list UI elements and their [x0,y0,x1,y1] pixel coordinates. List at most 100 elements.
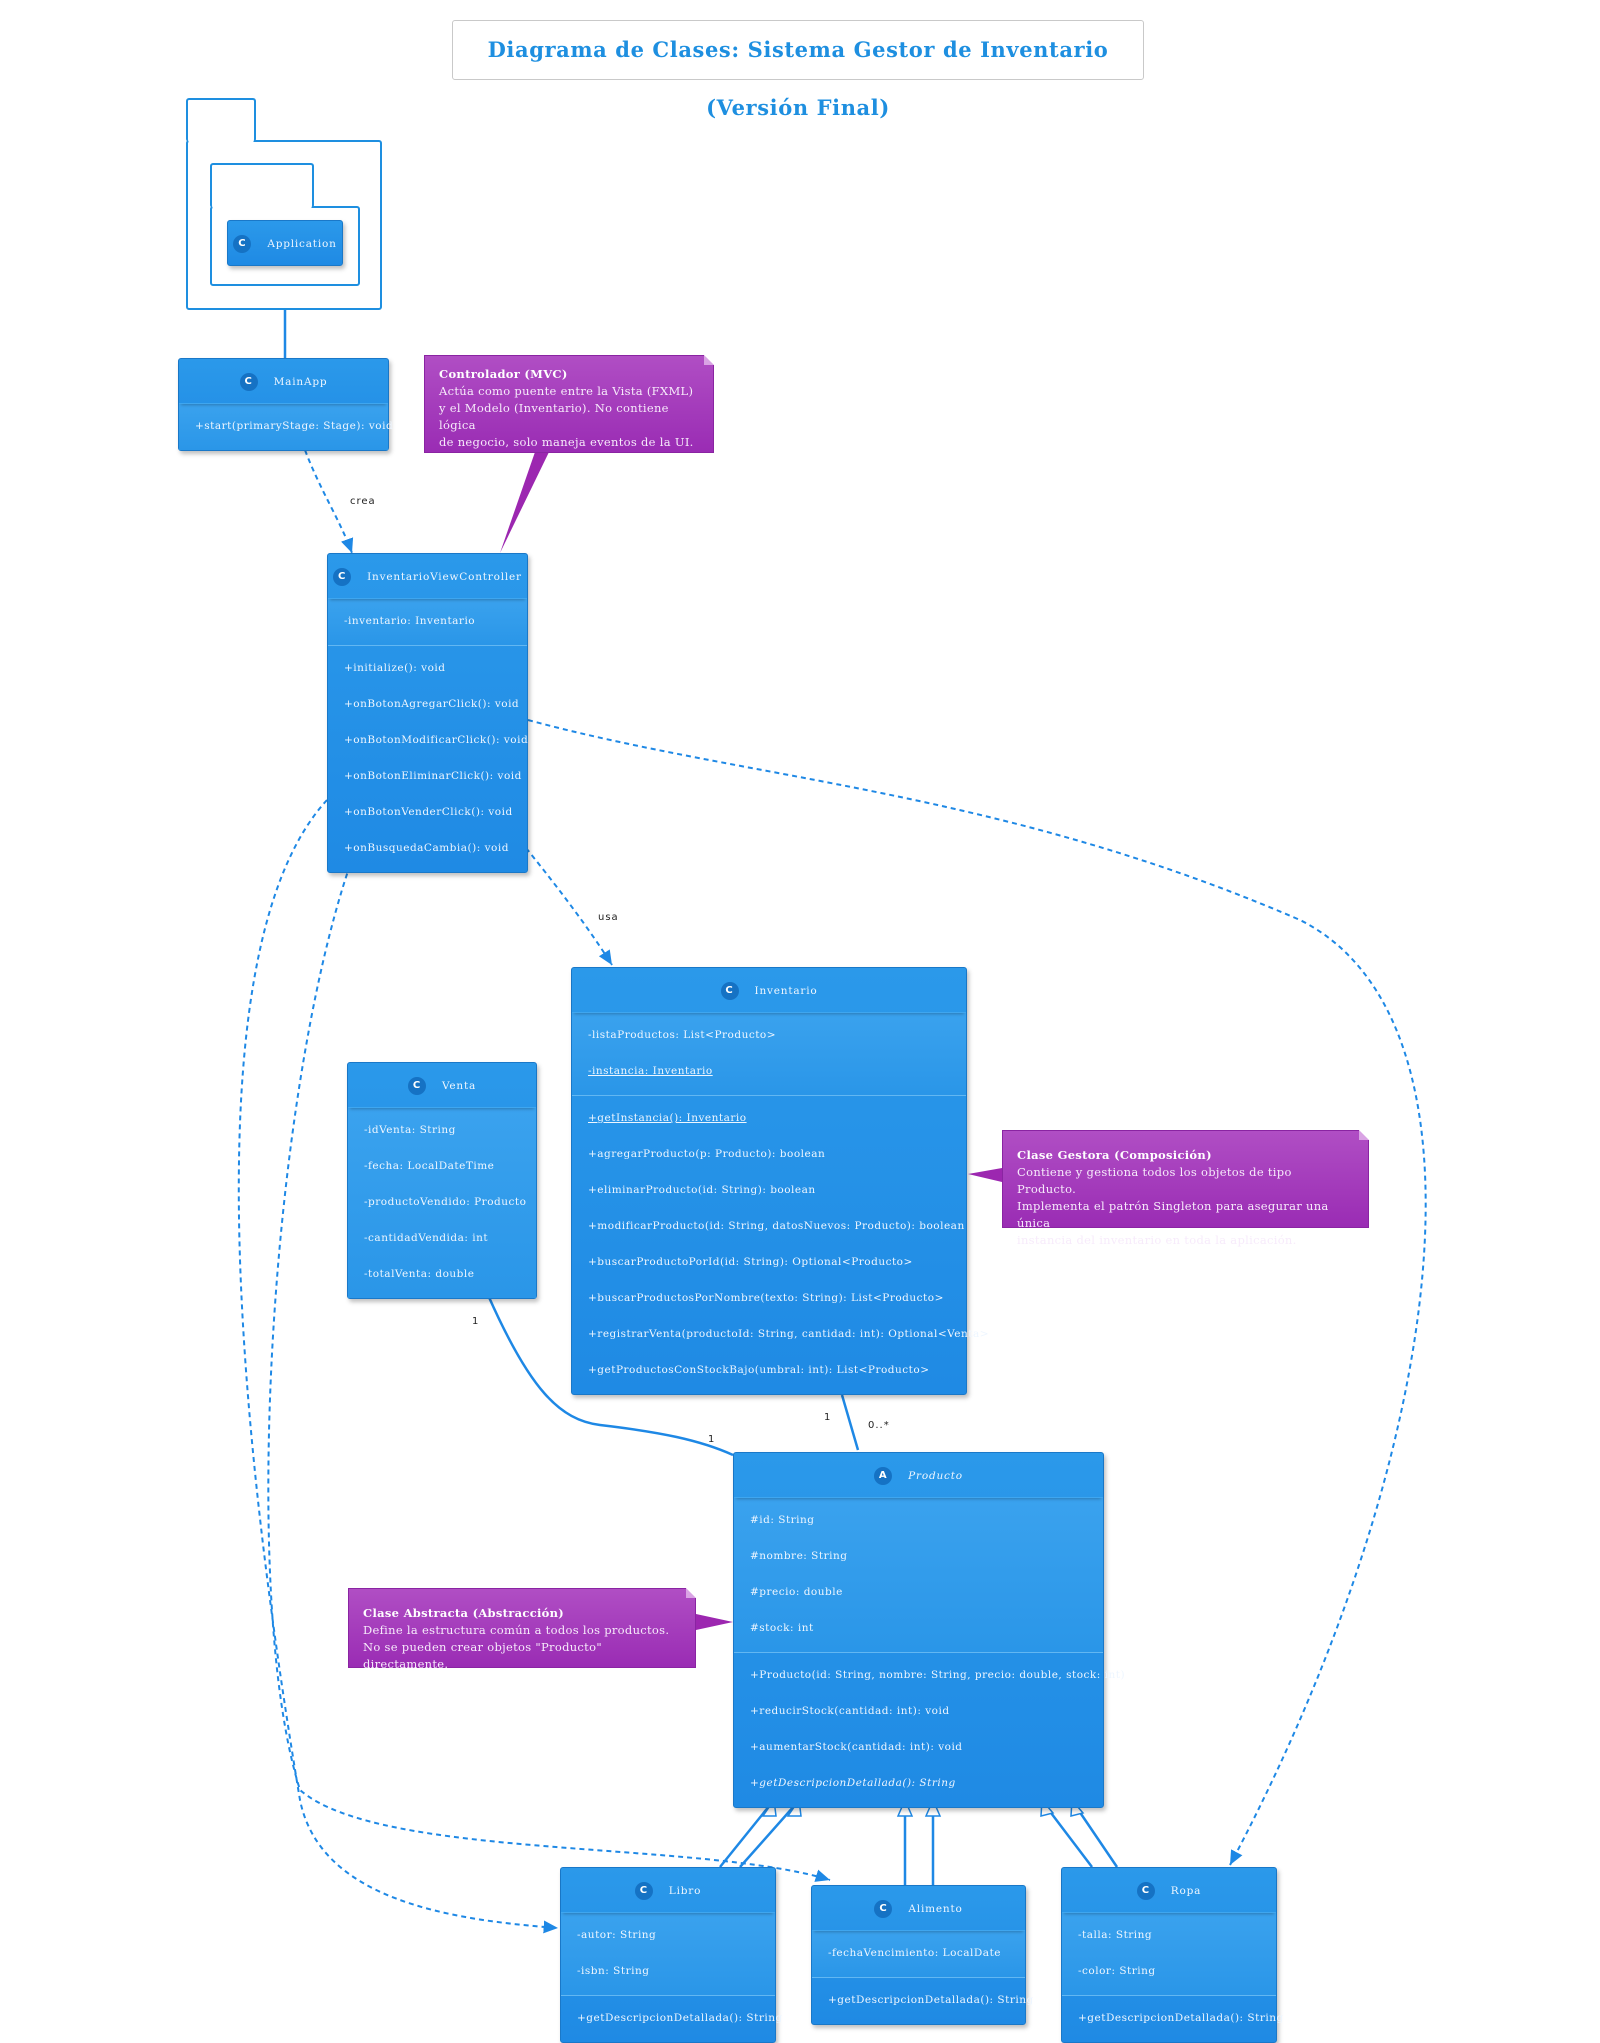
attribute-row: -inventario: Inventario [344,615,476,627]
diagram-title: Diagrama de Clases: Sistema Gestor de In… [452,20,1144,120]
method-row: +getProductosConStockBajo(umbral: int): … [588,1364,930,1376]
class-name: InventarioViewController [367,571,522,583]
class-inventario[interactable]: C Inventario -listaProductos: List<Produc… [571,967,989,1395]
class-badge: C [720,982,739,1000]
method-row: +onBusquedaCambia(): void [344,842,509,854]
class-venta[interactable]: C Venta -idVenta: String -fecha: LocalDat… [347,1062,537,1299]
attribute-row: #id: String [750,1514,815,1526]
attribute-row-static: -instancia: Inventario [588,1065,713,1077]
class-badge: C [239,373,258,391]
attribute-row: -talla: String [1078,1929,1153,1941]
class-badge: A [874,1467,893,1485]
package-inner-tab [210,163,314,208]
note-title: Clase Gestora (Composición) [1017,1148,1212,1162]
method-row-static: +getInstancia(): Inventario [588,1112,747,1124]
attribute-row: #precio: double [750,1586,843,1598]
attribute-row: -color: String [1078,1965,1156,1977]
attribute-row: -productoVendido: Producto [364,1196,527,1208]
method-row: +registrarVenta(productoId: String, cant… [588,1328,989,1340]
note-line: instancia del inventario en toda la apli… [1017,1233,1297,1247]
edge-label-venta-multiplicity: 1 [472,1316,480,1327]
class-name: Venta [441,1080,477,1092]
method-row: +Producto(id: String, nombre: String, pr… [750,1669,1126,1681]
note-controller: Controlador (MVC) Actúa como puente entr… [424,355,714,453]
method-row: +getDescripcionDetallada(): String [1078,2012,1284,2024]
attribute-row: -idVenta: String [364,1124,456,1136]
class-name: MainApp [273,376,328,388]
note-controller-connector [500,452,549,553]
class-badge: C [634,1882,653,1900]
note-inventario: Clase Gestora (Composición) Contiene y g… [1002,1130,1369,1247]
inheritance-arrowhead [896,1798,914,1817]
edge-usa [525,847,613,966]
edge-label-crea: crea [350,496,376,507]
class-name: Application [267,238,337,250]
edge-ropa-extends [1044,1804,1119,1868]
method-row: +getDescripcionDetallada(): String [828,1994,1034,2006]
class-name: Ropa [1170,1885,1202,1897]
edge-alimento-extends [903,1806,935,1885]
method-row: +aumentarStock(cantidad: int): void [750,1741,963,1753]
attribute-row: -fecha: LocalDateTime [364,1160,495,1172]
note-producto-connector [696,1614,733,1630]
edge-label-composition-many: 0..* [868,1420,890,1431]
class-name: Producto [908,1470,963,1482]
method-row: +buscarProductosPorNombre(texto: String)… [588,1292,944,1304]
note-inventario-connector [968,1168,1002,1182]
attribute-row: -fechaVencimiento: LocalDate [828,1947,1001,1959]
method-row: +modificarProducto(id: String, datosNuev… [588,1220,965,1232]
edge-inventario-producto [831,1374,860,1451]
edge-controller-libro [237,799,559,1934]
attribute-row: -totalVenta: double [364,1268,475,1280]
attribute-row: -listaProductos: List<Producto> [588,1029,777,1041]
class-badge: C [407,1077,426,1095]
attribute-row: -isbn: String [577,1965,650,1977]
method-row: +onBotonAgregarClick(): void [344,698,520,710]
attribute-row: -cantidadVendida: int [364,1232,489,1244]
method-row: +buscarProductoPorId(id: String): Option… [588,1256,913,1268]
note-line: Actúa como puente entre la Vista (FXML) [439,384,694,398]
method-row: +initialize(): void [344,662,446,674]
inheritance-arrowhead [924,1798,942,1817]
package-outer-tab [186,98,256,142]
edge-libro-extends [719,1804,796,1868]
edge-crea [304,449,354,554]
note-line: y el Modelo (Inventario). No contiene ló… [439,401,669,432]
method-row: +start(primaryStage: Stage): void [195,420,394,432]
method-row: +agregarProducto(p: Producto): boolean [588,1148,826,1160]
note-title: Clase Abstracta (Abstracción) [363,1606,565,1620]
note-fold [1359,1130,1369,1140]
note-line: Implementa el patrón Singleton para aseg… [1017,1199,1329,1230]
note-title: Controlador (MVC) [439,367,568,381]
class-badge: C [874,1900,893,1918]
note-producto: Clase Abstracta (Abstracción) Define la … [348,1588,696,1671]
class-mainapp[interactable]: C MainApp +start(primaryStage: Stage): vo… [178,358,394,451]
method-row: +getDescripcionDetallada(): String [577,2012,783,2024]
note-fold [686,1588,696,1598]
edge-controller-ropa [527,719,1427,1866]
attribute-row: #stock: int [750,1622,814,1634]
edge-venta-producto [486,1294,734,1457]
note-line: Define la estructura común a todos los p… [363,1623,670,1637]
note-fold [704,355,714,365]
class-badge: C [1136,1882,1155,1900]
method-row-abstract: +getDescripcionDetallada(): String [750,1777,956,1789]
class-ropa[interactable]: C Ropa -talla: String -color: String +get… [1061,1867,1284,2043]
edge-label-composition-one: 1 [824,1412,832,1423]
class-name: Libro [668,1885,702,1897]
edge-label-producto-multiplicity: 1 [708,1434,716,1445]
attribute-row: #nombre: String [750,1550,848,1562]
note-line: No se pueden crear objetos "Producto" di… [363,1640,602,1671]
class-producto[interactable]: A Producto #id: String #nombre: String #p… [733,1452,1126,1808]
method-row: +onBotonEliminarClick(): void [344,770,522,782]
class-inventario-view-controller[interactable]: C InventarioViewController -inventario: I… [327,553,528,873]
method-row: +onBotonVenderClick(): void [344,806,513,818]
method-row: +reducirStock(cantidad: int): void [750,1705,950,1717]
class-name: Inventario [754,985,818,997]
note-line: Contiene y gestiona todos los objetos de… [1017,1165,1292,1196]
class-badge: C [333,568,352,586]
